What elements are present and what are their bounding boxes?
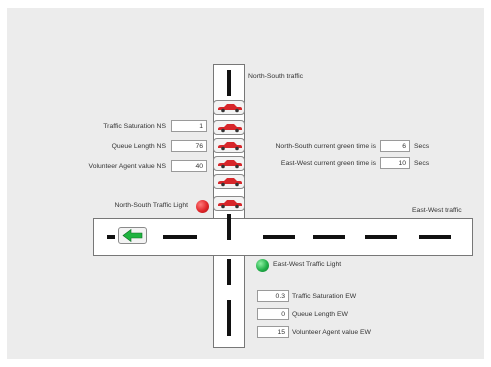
ew-lane-dash <box>419 235 451 239</box>
ew-lane-dash <box>263 235 295 239</box>
ew-volunteer-label: Volunteer Agent value EW <box>292 329 371 336</box>
car-icon <box>213 100 245 115</box>
ns-lane-dash <box>227 214 231 240</box>
ew-queue-field[interactable]: 0 <box>257 308 289 320</box>
simulation-panel <box>7 8 484 359</box>
ns-saturation-label: Traffic Saturation NS <box>103 123 166 130</box>
ns-road-label: North-South traffic <box>248 73 304 80</box>
ew-green-time-field[interactable]: 10 <box>380 157 410 169</box>
ns-lane-dash <box>227 70 231 96</box>
ew-volunteer-field[interactable]: 15 <box>257 326 289 338</box>
ew-lane-dash <box>163 235 197 239</box>
car-icon <box>213 196 245 211</box>
ns-queue-label: Queue Length NS <box>111 143 166 150</box>
ns-lane-dash <box>227 259 231 285</box>
ns-green-time-field[interactable]: 6 <box>380 140 410 152</box>
green-left-arrow-icon <box>118 227 147 244</box>
ew-queue-label: Queue Length EW <box>292 311 348 318</box>
ns-saturation-field[interactable]: 1 <box>171 120 207 132</box>
ew-lane-dash <box>107 235 115 239</box>
green-traffic-light-icon <box>256 259 269 272</box>
ns-queue-field[interactable]: 76 <box>171 140 207 152</box>
ew-saturation-field[interactable]: 0.3 <box>257 290 289 302</box>
ew-green-time-unit: Secs <box>414 160 430 167</box>
car-icon <box>213 120 245 135</box>
ns-volunteer-field[interactable]: 40 <box>171 160 207 172</box>
car-icon <box>213 156 245 171</box>
car-icon <box>213 174 245 189</box>
car-icon <box>213 138 245 153</box>
ns-green-time-unit: Secs <box>414 143 430 150</box>
ns-lane-dash <box>227 300 231 336</box>
ns-green-time-label: North-South current green time is <box>275 143 377 150</box>
ew-green-time-label: East-West current green time is <box>280 160 376 167</box>
ew-lane-dash <box>365 235 397 239</box>
ns-light-label: North-South Traffic Light <box>114 202 188 209</box>
red-traffic-light-icon <box>196 200 209 213</box>
ew-road-label: East-West traffic <box>412 207 462 214</box>
ns-volunteer-label: Volunteer Agent value NS <box>88 163 166 170</box>
ew-lane-dash <box>313 235 345 239</box>
ew-saturation-label: Traffic Saturation EW <box>292 293 357 300</box>
ew-light-label: East-West Traffic Light <box>273 261 342 268</box>
